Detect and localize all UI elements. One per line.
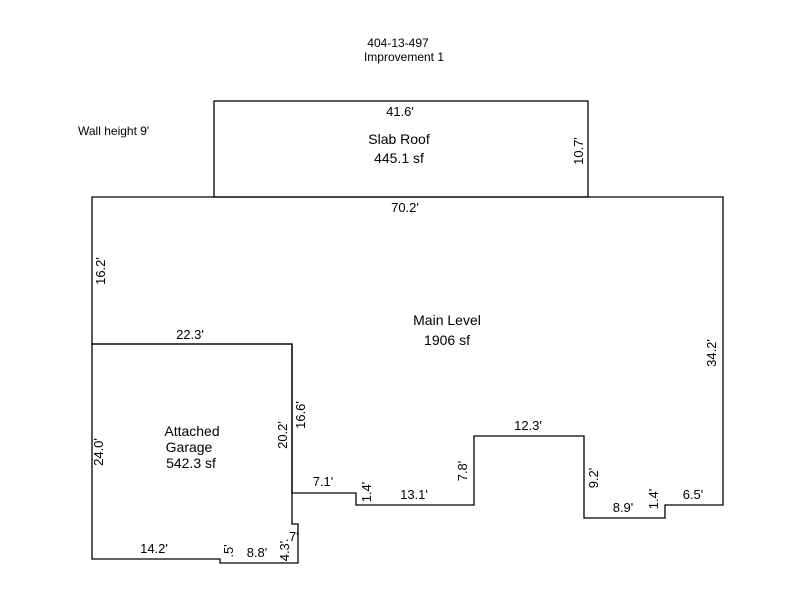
dim-slab-top: 41.6' xyxy=(386,104,414,119)
garage-outline xyxy=(91,343,299,564)
garage-size: 542.3 sf xyxy=(166,455,216,471)
dim-step-e: 12.3' xyxy=(514,418,542,433)
dim-step-f: 9.2' xyxy=(586,468,601,489)
dim-slab-right: 10.7' xyxy=(571,137,586,165)
dim-garage-notch-b: 8.8' xyxy=(247,545,268,560)
improvement-label: Improvement 1 xyxy=(364,50,444,64)
dim-main-step-vertical: 16.6' xyxy=(293,401,308,429)
dim-garage-left: 24.0' xyxy=(91,438,106,466)
garage-name-line2: Garage xyxy=(166,439,213,455)
dim-step-c: 13.1' xyxy=(400,487,428,502)
dim-garage-notch-d: .7' xyxy=(285,529,298,544)
slab-roof-name: Slab Roof xyxy=(368,131,430,147)
dim-garage-notch-a: .5' xyxy=(221,544,236,557)
dim-main-right: 34.2' xyxy=(704,339,719,367)
dim-garage-top: 22.3' xyxy=(176,327,204,342)
parcel-id: 404-13-497 xyxy=(367,36,429,50)
dim-garage-bottom: 14.2' xyxy=(140,541,168,556)
dim-main-left: 16.2' xyxy=(93,257,108,285)
dim-step-b: 1.4' xyxy=(359,482,374,503)
dim-garage-right-inner: 20.2' xyxy=(275,421,290,449)
garage-name-line1: Attached xyxy=(164,423,219,439)
dim-step-h: 1.4' xyxy=(646,489,661,510)
dim-garage-notch-c: 4.3' xyxy=(277,541,292,562)
dim-step-g: 8.9' xyxy=(613,500,634,515)
slab-roof-size: 445.1 sf xyxy=(374,150,424,166)
dim-step-d: 7.8' xyxy=(455,461,470,482)
main-level-size: 1906 sf xyxy=(424,332,470,348)
dim-step-a: 7.1' xyxy=(313,474,334,489)
dim-step-i: 6.5' xyxy=(683,487,704,502)
wall-height-note: Wall height 9' xyxy=(78,124,149,138)
dim-main-top: 70.2' xyxy=(391,200,419,215)
main-level-name: Main Level xyxy=(413,312,481,328)
